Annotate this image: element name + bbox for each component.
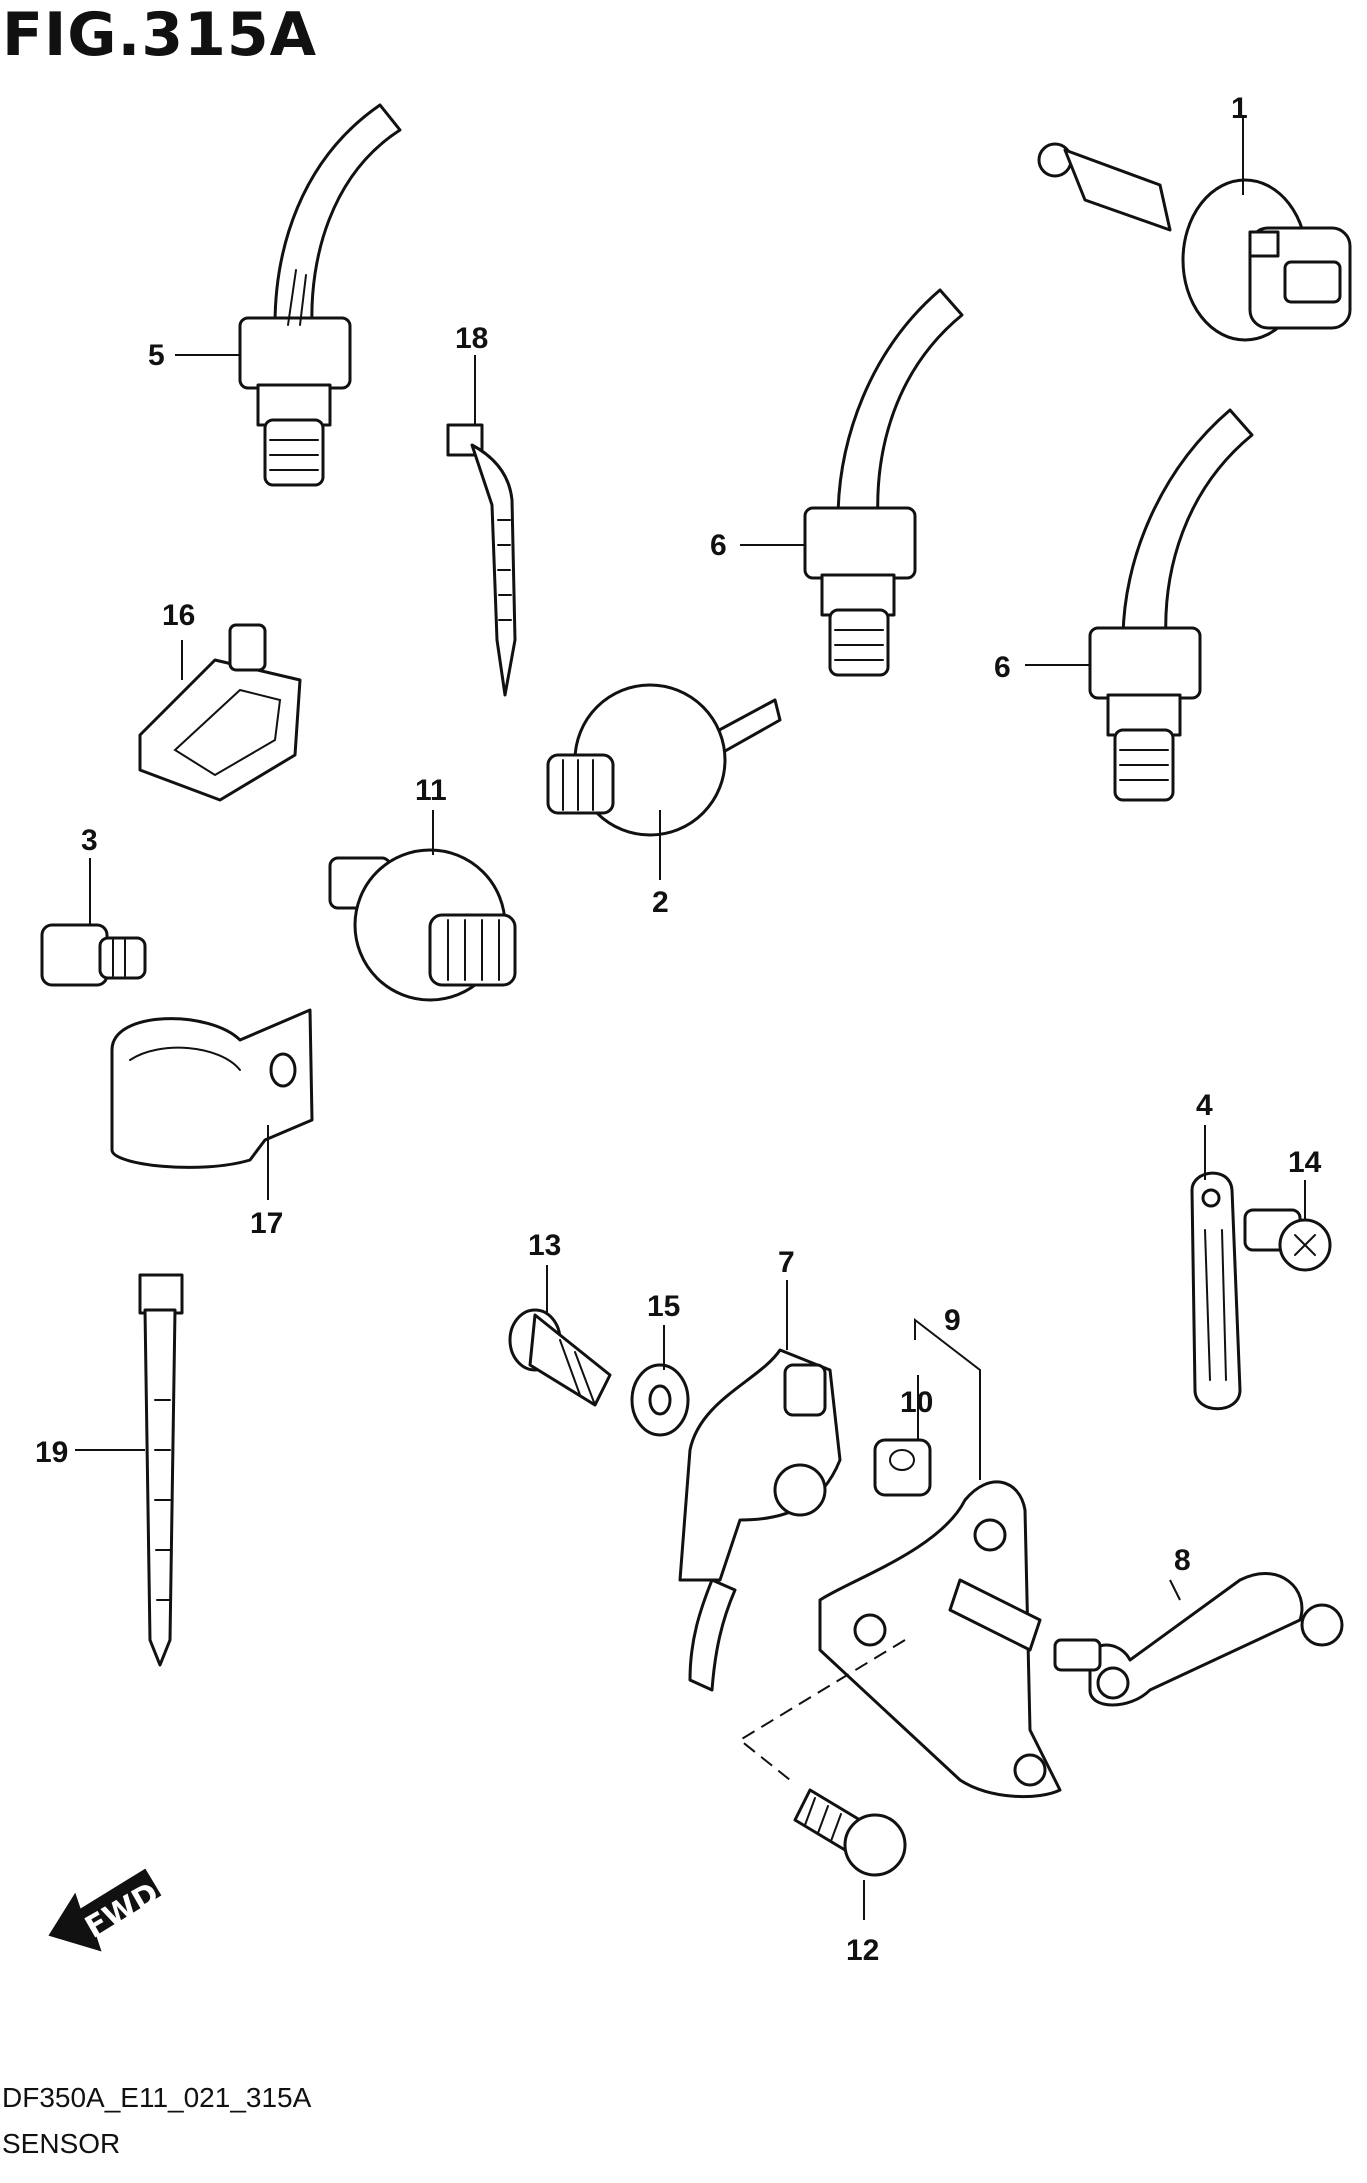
callout-15: 15 <box>647 1290 680 1323</box>
callout-3: 3 <box>81 824 98 857</box>
callout-4: 4 <box>1196 1089 1213 1122</box>
part-4-strip[interactable] <box>1190 1171 1242 1411</box>
part-5-sensor[interactable] <box>238 103 402 487</box>
callout-17: 17 <box>250 1207 283 1240</box>
part-3-bolt[interactable] <box>40 923 147 987</box>
callout-1: 1 <box>1231 92 1248 125</box>
callout-2: 2 <box>652 886 669 919</box>
callout-11: 11 <box>415 774 447 807</box>
figure-code: DF350A_E11_021_315A <box>2 2082 312 2113</box>
part-9-plate[interactable] <box>818 1480 1062 1798</box>
part-6-sensor-a[interactable] <box>803 288 964 677</box>
callout-labels: 5 1 18 6 6 16 2 11 3 17 4 14 19 13 15 7 … <box>35 92 1322 1967</box>
callout-10: 10 <box>900 1386 933 1419</box>
callout-6a: 6 <box>710 529 727 562</box>
part-13-bolt[interactable] <box>508 1308 612 1407</box>
callout-7: 7 <box>778 1246 795 1279</box>
part-6-sensor-b[interactable] <box>1088 408 1254 802</box>
fwd-arrow: FWD <box>48 1868 165 1952</box>
callout-9: 9 <box>944 1304 961 1337</box>
part-7-position-sensor[interactable] <box>678 1348 842 1692</box>
part-18-cable-tie[interactable] <box>446 423 517 697</box>
callout-19: 19 <box>35 1436 68 1469</box>
part-14-screw[interactable] <box>1243 1208 1332 1272</box>
callout-18: 18 <box>455 322 488 355</box>
part-19-cable-tie[interactable] <box>138 1273 184 1667</box>
part-8-lever[interactable] <box>1053 1572 1344 1707</box>
callout-8: 8 <box>1174 1544 1191 1577</box>
part-2-knock-sensor[interactable] <box>546 683 782 837</box>
figure-name: SENSOR <box>2 2128 121 2159</box>
part-16-clamp[interactable] <box>138 623 302 802</box>
callout-6b: 6 <box>994 651 1011 684</box>
callout-13: 13 <box>528 1229 561 1262</box>
figure-title: FIG.315A <box>2 0 318 70</box>
part-17-bracket[interactable] <box>110 1008 314 1169</box>
callout-14: 14 <box>1288 1146 1322 1179</box>
part-1-connector-sensor[interactable] <box>1037 142 1352 342</box>
callout-16: 16 <box>162 599 195 632</box>
part-15-washer[interactable] <box>630 1363 690 1437</box>
part-12-bolt[interactable] <box>793 1788 907 1877</box>
callout-5: 5 <box>148 339 165 372</box>
part-11-switch[interactable] <box>328 848 517 1002</box>
leader-lines <box>75 118 1306 1920</box>
part-10-nut[interactable] <box>873 1438 932 1497</box>
callout-12: 12 <box>846 1934 879 1967</box>
